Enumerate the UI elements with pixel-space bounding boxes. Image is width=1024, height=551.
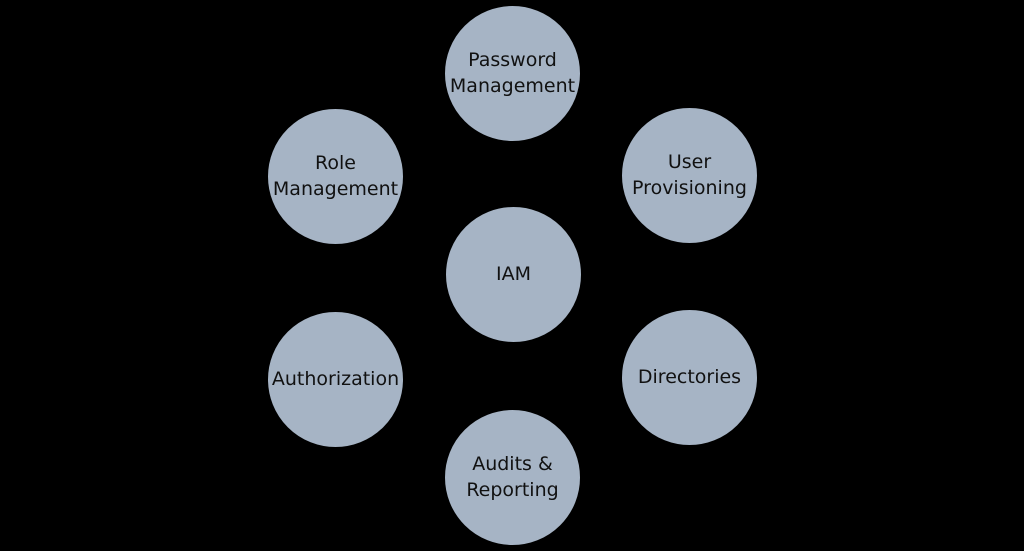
node-role-management: Role Management <box>267 108 404 245</box>
node-audits-reporting: Audits & Reporting <box>444 409 581 546</box>
node-label-authorization: Authorization <box>271 367 400 390</box>
node-label-directories: Directories <box>637 365 742 388</box>
node-password-management: Password Management <box>444 5 581 142</box>
node-authorization: Authorization <box>267 311 404 448</box>
node-iam: IAM <box>445 206 582 343</box>
node-user-provisioning: User Provisioning <box>621 107 758 244</box>
node-label-user-provisioning: User Provisioning <box>632 151 747 199</box>
node-directories: Directories <box>621 309 758 446</box>
node-label-password-management: Password Management <box>449 49 576 97</box>
node-label-audits-reporting: Audits & Reporting <box>466 453 559 501</box>
node-label-iam: IAM <box>496 262 531 285</box>
node-label-role-management: Role Management <box>272 152 399 200</box>
